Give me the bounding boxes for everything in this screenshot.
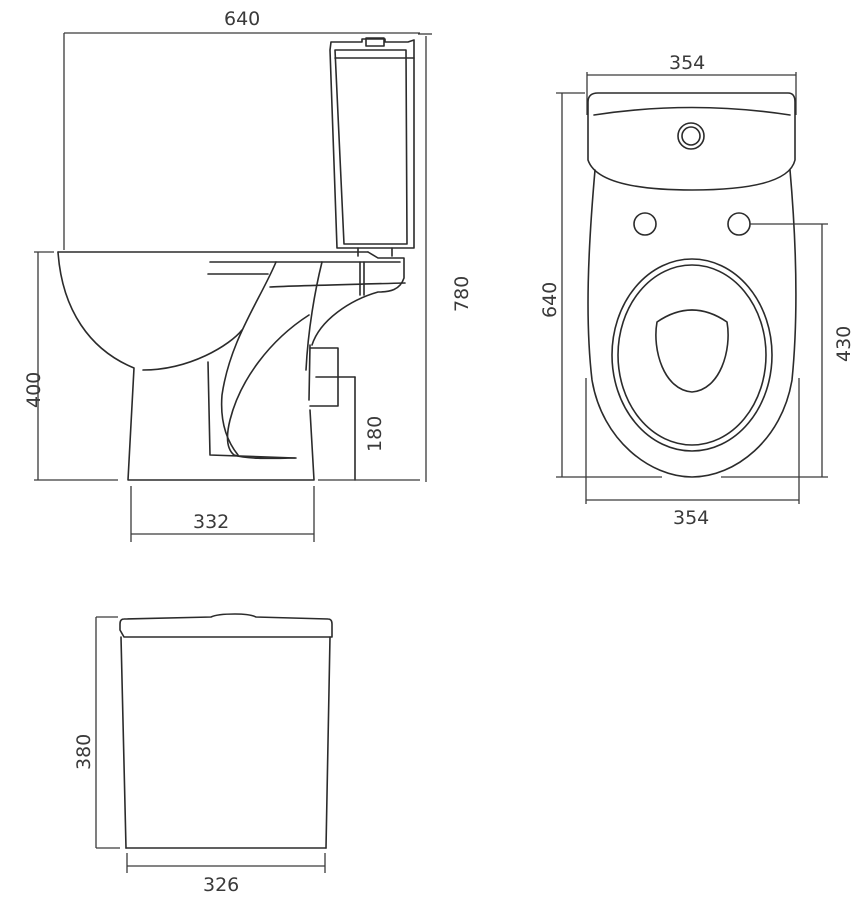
top-view: 354 640 430 354 <box>539 52 855 529</box>
cistern-front-view: 380 326 <box>73 613 333 896</box>
dim-base-depth-332: 332 <box>193 511 229 533</box>
dim-fixing-distance-430: 430 <box>833 326 855 362</box>
cistern-side <box>329 37 415 257</box>
dim-side-depth-640: 640 <box>224 8 260 30</box>
dim-seat-height-400: 400 <box>23 372 45 408</box>
dim-outlet-height-180: 180 <box>364 416 386 452</box>
dim-bottom-width-354: 354 <box>673 507 709 529</box>
dim-cistern-width-326: 326 <box>203 874 239 896</box>
side-view: 640 <box>23 8 473 542</box>
bowl-side <box>57 251 406 481</box>
dim-top-width-354: 354 <box>669 52 705 74</box>
dim-top-depth-640: 640 <box>539 282 561 318</box>
dim-overall-height-780: 780 <box>451 276 473 312</box>
dim-cistern-height-380: 380 <box>73 734 95 770</box>
